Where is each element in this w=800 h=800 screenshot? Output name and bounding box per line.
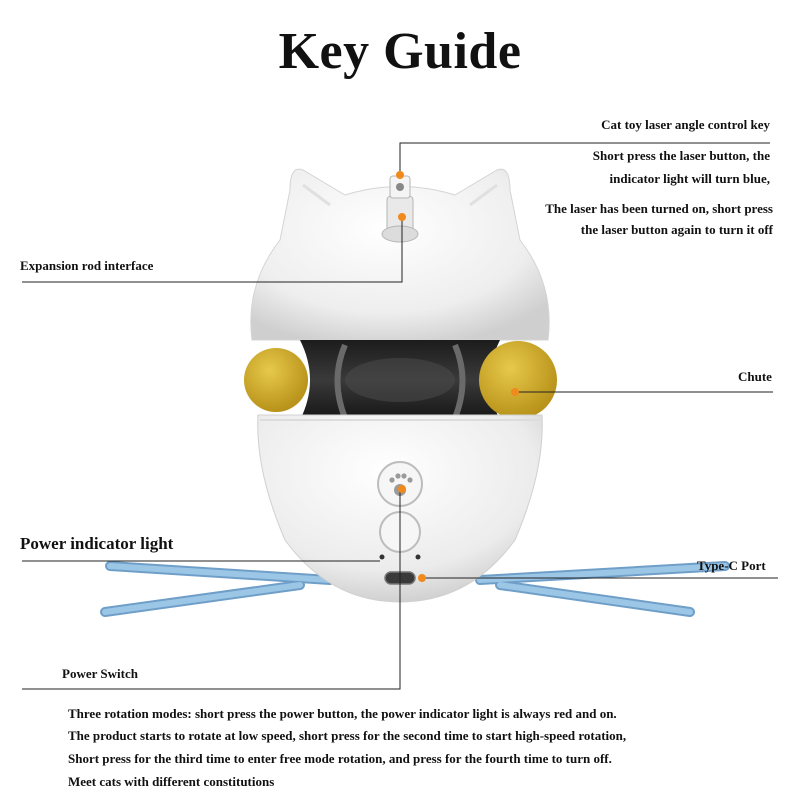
type-c-label: Type-C Port — [697, 558, 766, 573]
page-title: Key Guide — [278, 23, 522, 80]
indicator-dot-left — [379, 554, 385, 560]
indicator-dot-right — [415, 554, 421, 560]
power-switch-label: Power Switch — [62, 666, 138, 681]
note-line-4: Meet cats with different constitutions — [68, 774, 275, 789]
laser-desc-line-2: indicator light will turn blue, — [609, 171, 770, 186]
expansion-rod-label: Expansion rod interface — [20, 258, 154, 273]
note-line-3: Short press for the third time to enter … — [68, 751, 612, 766]
laser-desc-line-3: The laser has been turned on, short pres… — [545, 201, 773, 216]
note-line-2: The product starts to rotate at low spee… — [68, 728, 627, 743]
top-shell — [250, 168, 550, 341]
markers — [396, 171, 519, 582]
laser-rod — [381, 175, 419, 243]
laser-desc-line-4: the laser button again to turn it off — [580, 222, 773, 237]
laser-desc-line-1: Short press the laser button, the — [592, 148, 770, 163]
ball-left — [244, 348, 308, 412]
chute-window — [300, 340, 500, 420]
ball-right — [479, 341, 557, 419]
power-indicator-label: Power indicator light — [20, 534, 174, 553]
chute-label: Chute — [738, 369, 772, 384]
laser-key-label: Cat toy laser angle control key — [601, 117, 770, 132]
leader-lines — [22, 142, 778, 690]
note-line-1: Three rotation modes: short press the po… — [68, 706, 617, 721]
